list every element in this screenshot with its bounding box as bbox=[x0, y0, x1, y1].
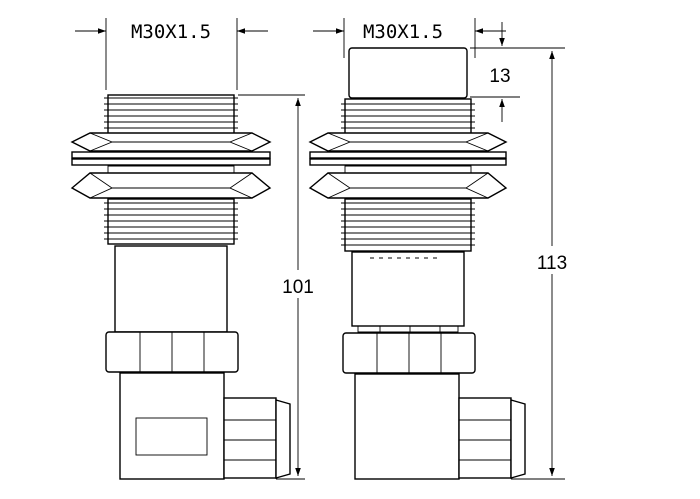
left-washers bbox=[71, 151, 271, 166]
right-lower-nut bbox=[308, 165, 508, 199]
right-lower-thread bbox=[341, 198, 475, 252]
right-knurl-ring bbox=[342, 332, 476, 374]
right-length-dimension: 113 bbox=[511, 51, 574, 480]
left-thread-dimension: M30X1.5 bbox=[75, 18, 268, 90]
right-body-cylinder bbox=[351, 251, 465, 333]
right-upper-nut bbox=[308, 132, 508, 152]
right-connector-box bbox=[354, 373, 460, 480]
right-thread-dimension: M30X1.5 bbox=[313, 18, 506, 58]
right-length-label: 113 bbox=[537, 253, 567, 274]
right-top-cap bbox=[348, 47, 468, 99]
left-lower-thread bbox=[104, 198, 238, 245]
left-length-label: 101 bbox=[282, 277, 314, 298]
right-cap-dimension: 13 bbox=[470, 22, 565, 122]
right-washers bbox=[309, 151, 507, 166]
left-thread-label: M30X1.5 bbox=[131, 21, 211, 43]
left-length-dimension: 101 bbox=[238, 94, 314, 480]
left-body-cylinder bbox=[114, 245, 228, 333]
left-upper-nut bbox=[70, 132, 272, 152]
right-cap-height-label: 13 bbox=[489, 66, 510, 87]
left-connector-box bbox=[119, 372, 225, 480]
left-sensor: M30X1.5 bbox=[70, 18, 314, 480]
left-upper-thread bbox=[104, 94, 238, 136]
right-sensor: M30X1.5 13 bbox=[308, 18, 574, 480]
right-thread-label: M30X1.5 bbox=[363, 21, 443, 43]
right-upper-thread bbox=[341, 98, 475, 136]
left-cable-gland bbox=[223, 397, 291, 479]
right-cable-gland bbox=[458, 397, 526, 479]
left-lower-nut bbox=[70, 165, 272, 199]
left-knurl-ring bbox=[105, 331, 239, 373]
